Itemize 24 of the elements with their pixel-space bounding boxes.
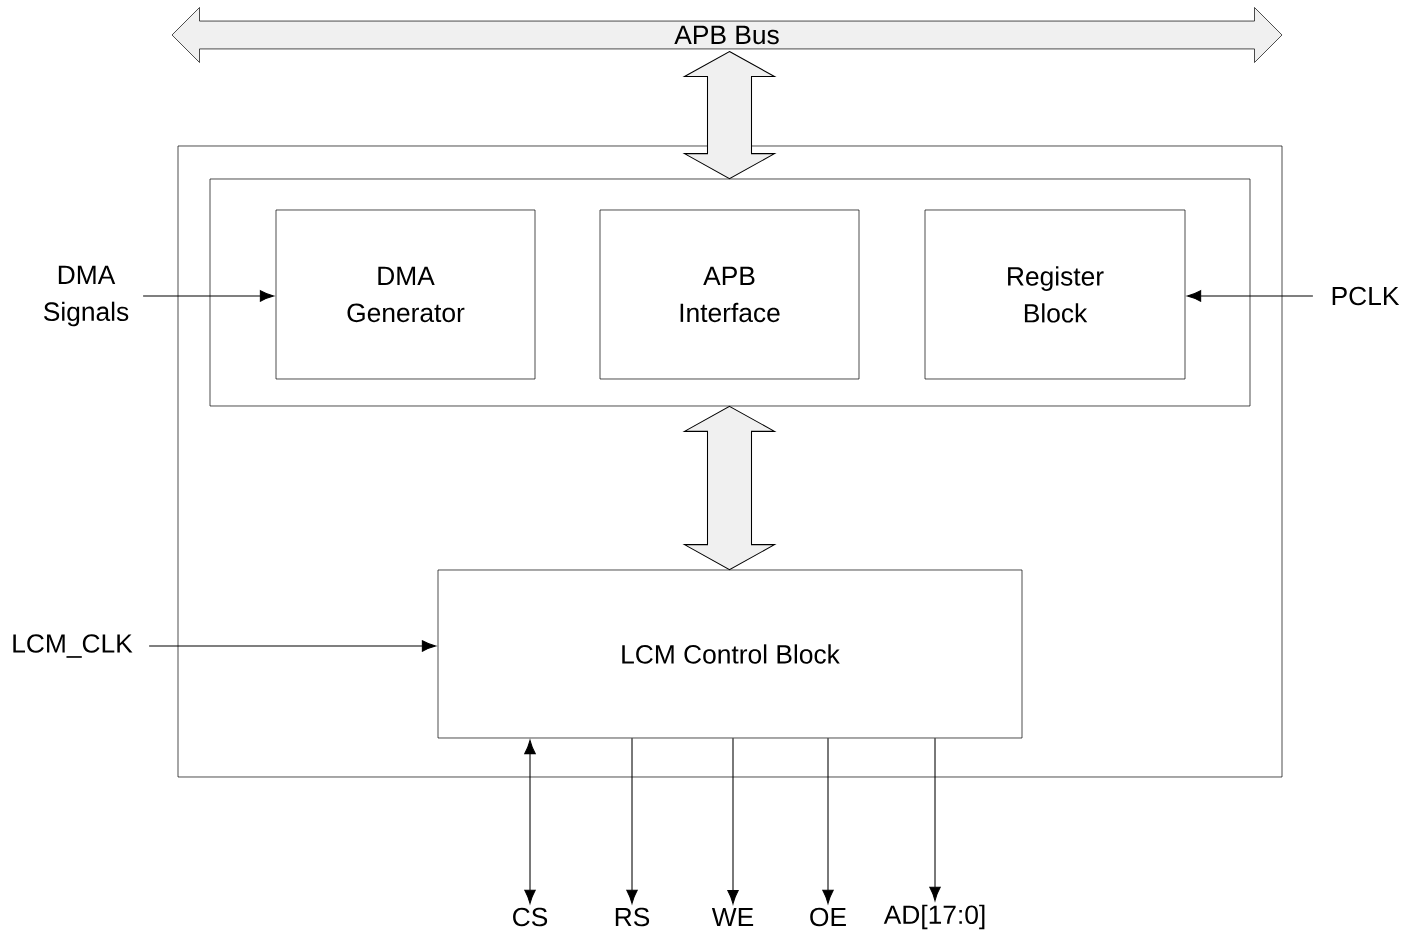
enclosure-box: [177, 145, 1283, 778]
block-arrow: [682, 50, 777, 180]
block-box: DMA Generator: [275, 209, 536, 380]
arrow: [929, 737, 941, 902]
block-arrow: [682, 405, 777, 571]
signal-label: PCLK: [1332, 286, 1400, 306]
signal-label: CS: [513, 907, 548, 927]
arrow: [727, 737, 739, 905]
arrow: [142, 290, 275, 302]
signal-label: RS: [615, 907, 650, 927]
signal-label: WE: [711, 907, 754, 927]
signal-label: LCM_CLK: [13, 634, 133, 658]
arrow: [148, 640, 437, 652]
block-box: LCM Control Block: [437, 569, 1023, 739]
arrow: [626, 737, 638, 904]
block-box: Register Block: [924, 209, 1186, 380]
signal-label: OE: [810, 907, 846, 927]
enclosure-box: [209, 178, 1251, 407]
signal-label: DMA Signals: [43, 265, 129, 327]
signal-label: AD[17:0]: [883, 904, 985, 930]
arrow: [822, 737, 834, 904]
arrow: [1186, 290, 1314, 302]
block-box: APB Interface: [599, 209, 860, 380]
arrow: [524, 739, 536, 904]
